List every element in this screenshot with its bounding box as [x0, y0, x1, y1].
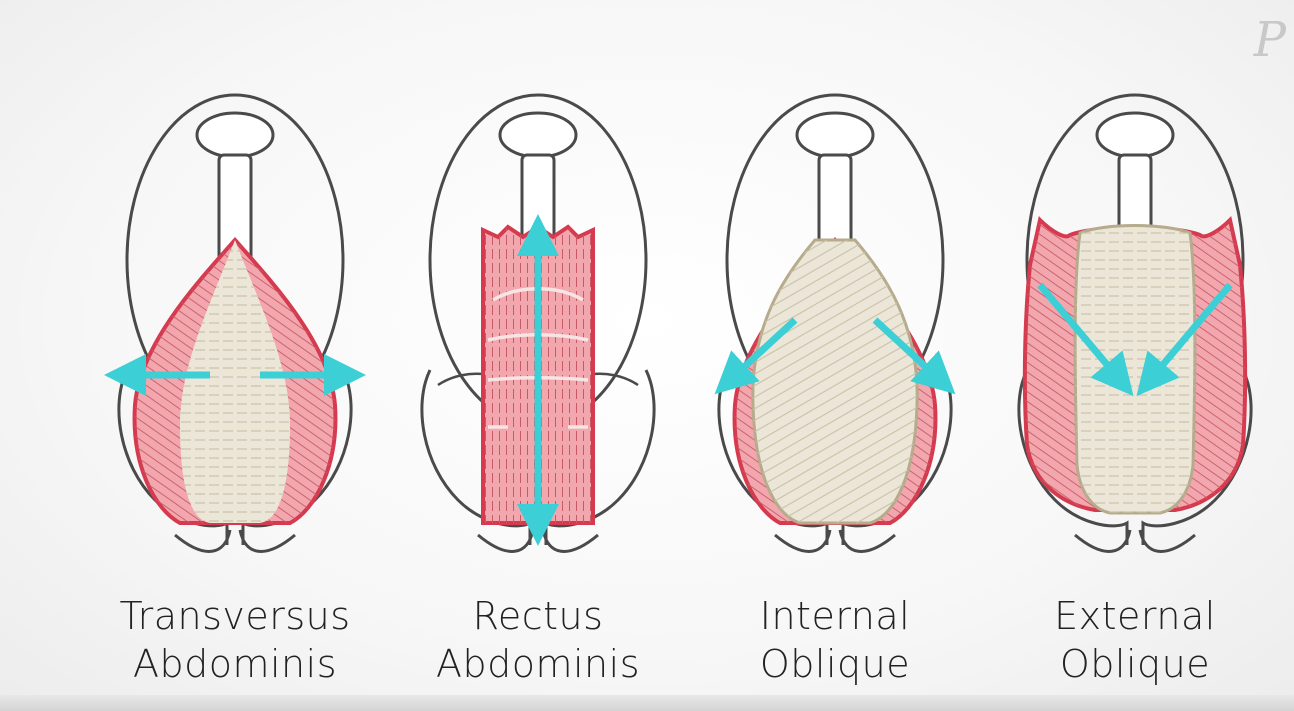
- label-rectus-abdominis: Rectus Abdominis: [408, 592, 668, 688]
- label-line-2: Abdominis: [408, 640, 668, 688]
- label-transversus-abdominis: Transversus Abdominis: [105, 592, 365, 688]
- label-line-1: External: [1005, 592, 1265, 640]
- label-internal-oblique: Internal Oblique: [705, 592, 965, 688]
- corner-letter: P: [1254, 12, 1286, 68]
- label-line-1: Transversus: [105, 592, 365, 640]
- figure-rectus-abdominis: [422, 95, 654, 551]
- bottom-bar: [0, 695, 1294, 711]
- figure-transversus-abdominis: [119, 95, 351, 551]
- label-line-1: Internal: [705, 592, 965, 640]
- label-line-2: Oblique: [1005, 640, 1265, 688]
- label-external-oblique: External Oblique: [1005, 592, 1265, 688]
- label-line-1: Rectus: [408, 592, 668, 640]
- label-line-2: Abdominis: [105, 640, 365, 688]
- figure-external-oblique: [1019, 95, 1251, 551]
- figure-internal-oblique: [719, 95, 951, 551]
- label-line-2: Oblique: [705, 640, 965, 688]
